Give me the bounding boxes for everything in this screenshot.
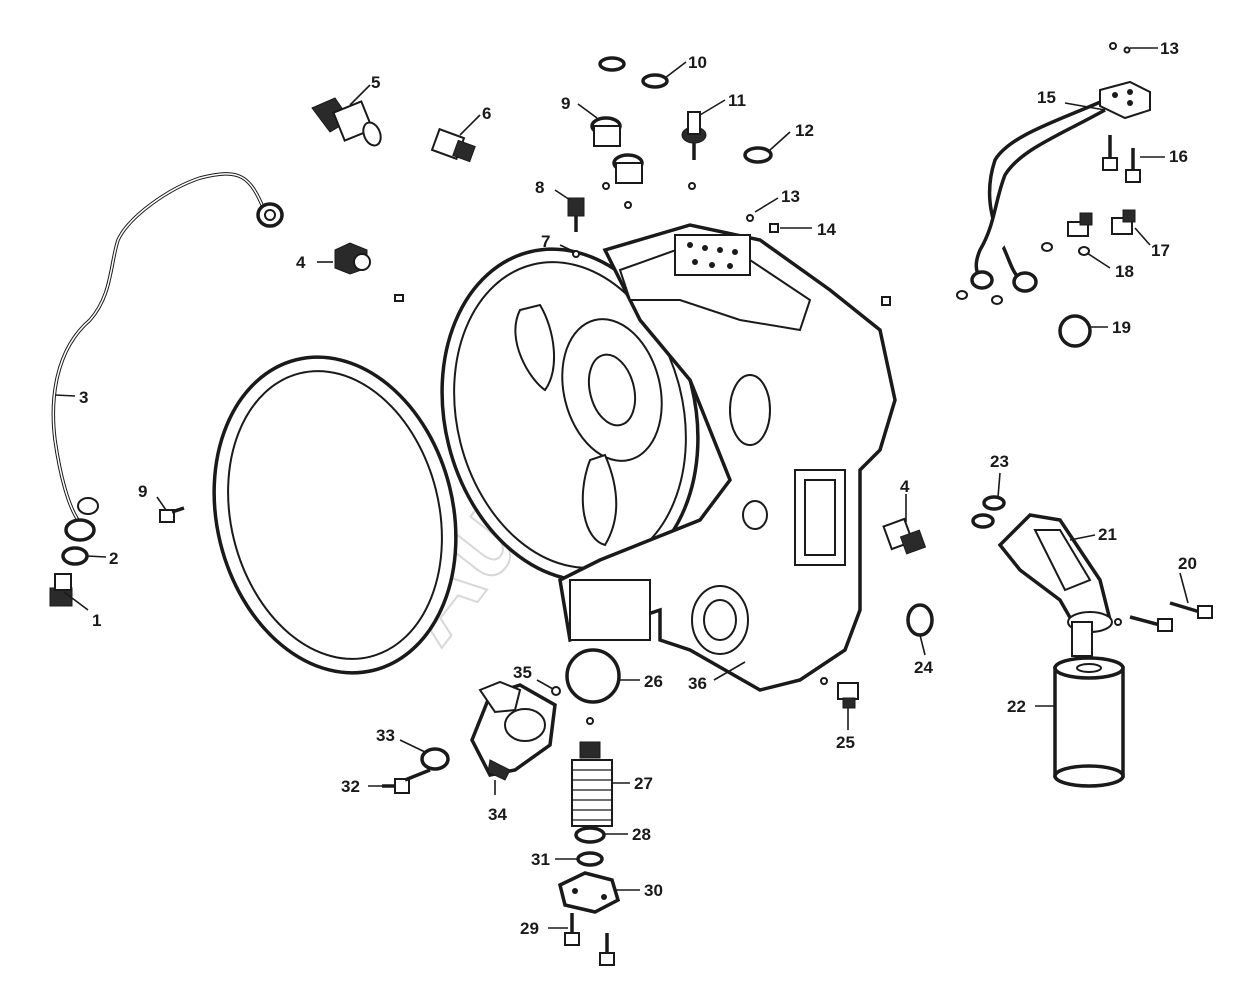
callout-16: 16 [1169, 147, 1188, 166]
strainer-27 [571, 717, 613, 827]
callout-29: 29 [520, 919, 539, 938]
bolt-9-left [159, 506, 185, 523]
callout-9-left: 9 [138, 482, 147, 501]
callout-28: 28 [632, 825, 651, 844]
callout-20: 20 [1178, 554, 1197, 573]
cover-30 [557, 871, 621, 914]
fittings-17 [1067, 209, 1136, 237]
sensor-11 [681, 111, 707, 160]
ring-31 [576, 851, 604, 867]
callout-26: 26 [644, 672, 663, 691]
callout-23: 23 [990, 452, 1009, 471]
callout-11: 11 [728, 91, 746, 110]
callout-18: 18 [1115, 262, 1134, 281]
plug-4-top [334, 242, 371, 275]
callout-25: 25 [836, 733, 855, 752]
leader-lines [54, 47, 1189, 929]
callout-5: 5 [371, 73, 380, 92]
ring-35 [551, 686, 561, 696]
callout-12: 12 [795, 121, 814, 140]
callout-4-right: 4 [900, 477, 910, 496]
plug-25 [820, 677, 859, 709]
callout-8: 8 [535, 178, 544, 197]
callout-34: 34 [488, 805, 507, 824]
cap-12 [743, 146, 773, 164]
callout-13-right: 13 [1160, 39, 1179, 58]
oil-line-15 [970, 80, 1151, 293]
ring-13-b [1109, 42, 1117, 50]
yoke-34 [470, 680, 557, 781]
callout-33: 33 [376, 726, 395, 745]
seal-26 [565, 648, 621, 704]
bolt-32 [382, 768, 431, 794]
callout-4-top: 4 [296, 253, 306, 272]
callout-14: 14 [817, 220, 836, 239]
callout-10: 10 [688, 53, 707, 72]
callout-labels: 1 2 3 4 4 5 6 7 8 9 9 10 11 12 13 13 14 … [79, 39, 1197, 938]
washer-33 [420, 747, 450, 771]
sensor-6 [430, 127, 476, 163]
callout-19: 19 [1112, 318, 1131, 337]
callout-17: 17 [1151, 241, 1170, 260]
seal-ring-2 [61, 546, 89, 566]
callout-35: 35 [513, 663, 532, 682]
filter-head-21 [997, 513, 1122, 638]
cap-10 [598, 56, 669, 89]
bolts-29 [564, 913, 615, 966]
callout-36: 36 [688, 674, 707, 693]
callout-2: 2 [109, 549, 118, 568]
callout-15: 15 [1037, 88, 1056, 107]
pin-14 [769, 223, 779, 233]
oil-filter-22 [1053, 621, 1125, 788]
callout-1: 1 [92, 611, 101, 630]
bolts-20 [1129, 601, 1213, 632]
callout-13-left: 13 [781, 187, 800, 206]
callout-22: 22 [1007, 697, 1026, 716]
bolts-16 [1102, 135, 1141, 183]
callout-21: 21 [1098, 525, 1117, 544]
callout-7: 7 [541, 232, 550, 251]
gasket-ring [212, 355, 458, 675]
plug-4-right [882, 517, 927, 555]
ring-13-a [746, 214, 754, 222]
callout-30: 30 [644, 881, 663, 900]
callout-3: 3 [79, 388, 88, 407]
callout-27: 27 [634, 774, 653, 793]
rings-23 [971, 495, 1006, 529]
callout-24: 24 [914, 658, 933, 677]
callout-9-top: 9 [561, 94, 570, 113]
plug-9-top [590, 116, 696, 209]
fitting-1 [49, 573, 73, 607]
transmission-housing [558, 223, 897, 692]
ring-28 [574, 826, 606, 844]
callout-31: 31 [531, 850, 550, 869]
seal-ring-19 [1058, 314, 1092, 348]
seal-ring-24 [906, 603, 934, 637]
valve-5 [311, 97, 382, 147]
oil-line [51, 172, 284, 542]
rings-18 [956, 242, 1090, 305]
switch-8 [567, 197, 585, 232]
callout-32: 32 [341, 777, 360, 796]
callout-6: 6 [482, 104, 491, 123]
